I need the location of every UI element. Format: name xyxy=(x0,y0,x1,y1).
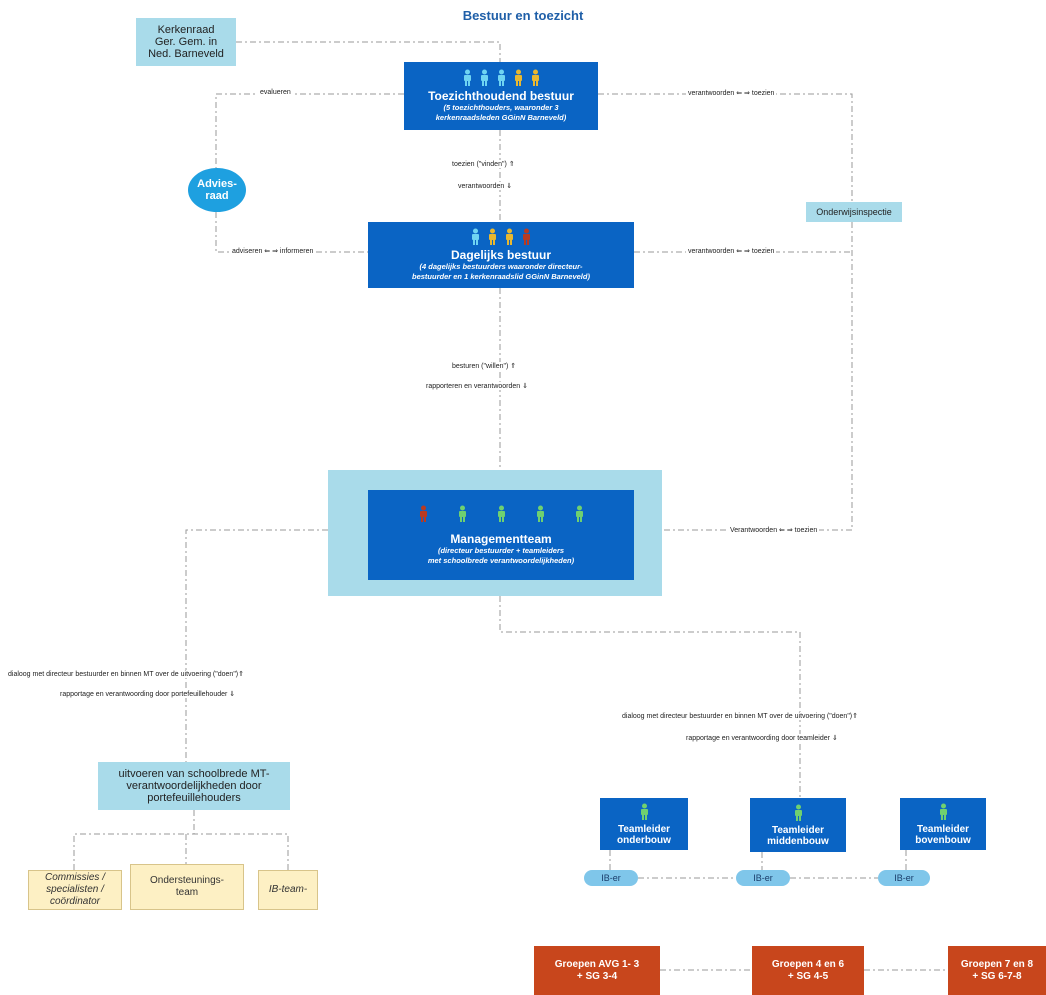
commissies-box: Commissies / specialisten / coördinator xyxy=(28,870,122,910)
mt-subtitle-2: met schoolbrede verantwoordelijkheden) xyxy=(427,555,575,565)
groepen-1-line-1: Groepen AVG 1- 3 xyxy=(554,958,640,970)
commissies-line-2: specialisten / xyxy=(46,884,104,895)
label-rapportage-left: rapportage en verantwoording door portef… xyxy=(58,690,238,698)
page-title: Bestuur en toezicht xyxy=(462,8,584,23)
adviesraad-line-1: Advies- xyxy=(197,178,237,190)
teamleider-middenbouw-line-1: Teamleider xyxy=(771,824,825,836)
teamleider-middenbouw-line-2: middenbouw xyxy=(767,835,829,847)
label-evalueren: evalueren xyxy=(258,89,293,96)
ib-er-pill-2: IB-er xyxy=(736,870,790,886)
groepen-3-line-2: + SG 6-7-8 xyxy=(972,970,1022,982)
label-adviseren-informeren: adviseren ⇐ ⇒ informeren xyxy=(230,247,316,255)
kerkenraad-box: Kerkenraad Ger. Gem. in Ned. Barneveld xyxy=(136,18,236,66)
person-icon xyxy=(489,228,496,245)
kerkenraad-line-2: Ger. Gem. in xyxy=(154,36,218,48)
label-verantwoorden-toezien-2: verantwoorden ⇐ ⇒ toezien xyxy=(686,247,777,255)
teamleider-onderbouw-box: Teamleider onderbouw xyxy=(600,798,688,850)
label-dialoog-right: dialoog met directeur bestuurder en binn… xyxy=(620,712,861,720)
toezicht-subtitle-1: (5 toezichthouders, waaronder 3 xyxy=(443,103,559,112)
adviesraad-line-2: raad xyxy=(205,190,229,202)
uitvoeren-line-3: portefeuillehouders xyxy=(147,792,241,804)
label-rapporteren-verantwoorden: rapporteren en verantwoorden ⇓ xyxy=(424,382,530,390)
dagelijks-people xyxy=(469,228,533,245)
person-icon xyxy=(472,228,479,245)
label-rapportage-right: rapportage en verantwoording door teamle… xyxy=(684,734,840,742)
teamleider-bovenbouw-line-1: Teamleider xyxy=(916,823,970,835)
label-toezien-vinden: toezien ("vinden") ⇑ xyxy=(450,160,517,168)
dagelijks-subtitle-2: bestuurder en 1 kerkenraadslid GGinN Bar… xyxy=(412,272,590,281)
toezichthoudend-bestuur-box: Toezichthoudend bestuur (5 toezichthoude… xyxy=(404,62,598,130)
teamleider-onderbouw-line-2: onderbouw xyxy=(617,834,671,846)
ib-er-pill-3: IB-er xyxy=(878,870,930,886)
toezicht-subtitle-2: kerkenraadsleden GGinN Barneveld) xyxy=(435,113,567,122)
teamleider-middenbouw-box: Teamleider middenbouw xyxy=(750,798,846,852)
person-icon xyxy=(480,69,488,86)
mt-title: Managementteam xyxy=(450,531,552,546)
label-verantwoorden-toezien-3: Verantwoorden ⇐ ⇒ toezien xyxy=(728,526,820,534)
groepen-1-box: Groepen AVG 1- 3 + SG 3-4 xyxy=(534,946,660,995)
ondersteuningsteam-box: Ondersteunings- team xyxy=(130,864,244,910)
groepen-2-line-1: Groepen 4 en 6 xyxy=(771,958,845,970)
adviesraad-circle: Advies- raad xyxy=(188,168,246,212)
uitvoeren-line-1: uitvoeren van schoolbrede MT- xyxy=(118,768,270,780)
managementteam-box: Managementteam (directeur bestuurder + t… xyxy=(368,490,634,580)
kerkenraad-line-1: Kerkenraad xyxy=(157,24,215,36)
groepen-1-line-2: + SG 3-4 xyxy=(576,970,618,982)
label-verantwoorden-toezien-1: verantwoorden ⇐ ⇒ toezien xyxy=(686,89,777,97)
commissies-line-3: coördinator xyxy=(49,896,100,907)
mt-subtitle-1: (directeur bestuurder + teamleiders xyxy=(437,545,565,555)
mt-people xyxy=(417,505,586,522)
person-icon xyxy=(536,505,544,522)
dagelijks-bestuur-box: Dagelijks bestuur (4 dagelijks bestuurde… xyxy=(368,222,634,288)
ib-team-box: IB-team- xyxy=(258,870,318,910)
teamleider-onderbouw-line-1: Teamleider xyxy=(617,823,671,835)
label-dialoog-left: dialoog met directeur bestuurder en binn… xyxy=(6,670,247,678)
dagelijks-subtitle-1: (4 dagelijks bestuurders waaronder direc… xyxy=(419,262,583,271)
person-icon xyxy=(575,505,583,522)
ib-er-pill-1: IB-er xyxy=(584,870,638,886)
onderwijsinspectie-box: Onderwijsinspectie xyxy=(806,202,902,222)
person-icon xyxy=(458,505,466,522)
groepen-2-box: Groepen 4 en 6 + SG 4-5 xyxy=(752,946,864,995)
dagelijks-title: Dagelijks bestuur xyxy=(450,248,552,262)
toezicht-people xyxy=(461,69,542,86)
groepen-3-box: Groepen 7 en 8 + SG 6-7-8 xyxy=(948,946,1046,995)
person-icon xyxy=(523,228,530,245)
person-icon xyxy=(640,803,648,820)
person-icon xyxy=(506,228,513,245)
person-icon xyxy=(531,69,539,86)
commissies-line-1: Commissies / xyxy=(44,872,105,883)
person-icon xyxy=(419,505,427,522)
person-icon xyxy=(463,69,471,86)
groepen-2-line-2: + SG 4-5 xyxy=(787,970,829,982)
person-icon xyxy=(794,804,802,821)
person-icon xyxy=(497,505,505,522)
label-verantwoorden-up: verantwoorden ⇓ xyxy=(456,182,515,190)
teamleider-bovenbouw-line-2: bovenbouw xyxy=(915,834,971,846)
groepen-3-line-1: Groepen 7 en 8 xyxy=(960,958,1034,970)
toezicht-title: Toezichthoudend bestuur xyxy=(428,89,574,103)
teamleider-bovenbouw-box: Teamleider bovenbouw xyxy=(900,798,986,850)
label-besturen-willen: besturen ("willen") ⇑ xyxy=(450,362,519,370)
person-icon xyxy=(514,69,522,86)
ondersteuning-line-2: team xyxy=(175,887,199,898)
uitvoeren-line-2: verantwoordelijkheden door xyxy=(126,780,262,792)
ondersteuning-line-1: Ondersteunings- xyxy=(150,875,224,886)
person-icon xyxy=(497,69,505,86)
person-icon xyxy=(939,803,947,820)
uitvoeren-box: uitvoeren van schoolbrede MT- verantwoor… xyxy=(98,762,290,810)
kerkenraad-line-3: Ned. Barneveld xyxy=(148,48,224,60)
